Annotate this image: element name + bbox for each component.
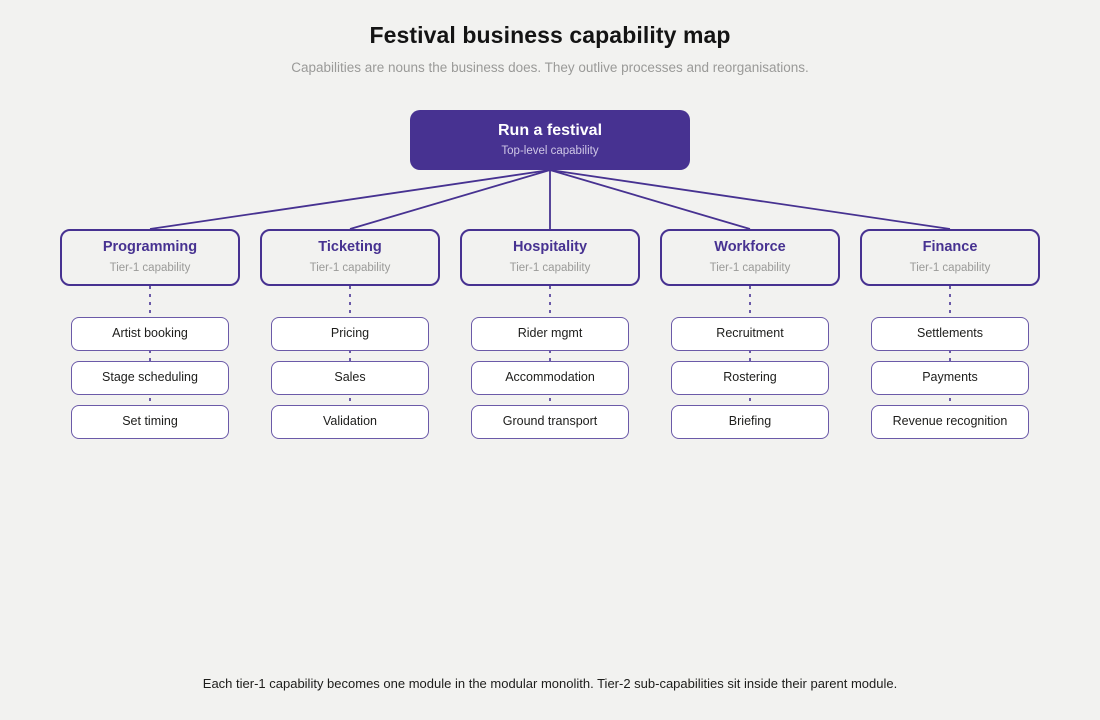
tier2-label: Payments: [922, 370, 978, 385]
node-tier2[interactable]: Accommodation: [471, 361, 629, 395]
root-node-title: Run a festival: [497, 121, 603, 139]
node-tier2[interactable]: Set timing: [71, 405, 229, 439]
node-tier1-ticketing[interactable]: Ticketing Tier-1 capability: [260, 229, 440, 286]
node-tier2[interactable]: Briefing: [671, 405, 829, 439]
node-tier2[interactable]: Rider mgmt: [471, 317, 629, 351]
node-tier2[interactable]: Rostering: [671, 361, 829, 395]
node-tier2[interactable]: Settlements: [871, 317, 1029, 351]
tier1-title: Workforce: [714, 239, 786, 256]
node-tier2[interactable]: Payments: [871, 361, 1029, 395]
diagram-header: Festival business capability map Capabil…: [0, 0, 1100, 75]
diagram-footer-caption: Each tier-1 capability becomes one modul…: [202, 676, 898, 691]
tier2-label: Briefing: [728, 414, 772, 429]
node-tier2[interactable]: Pricing: [271, 317, 429, 351]
tier1-title: Ticketing: [318, 239, 382, 256]
node-tier1-finance[interactable]: Finance Tier-1 capability: [860, 229, 1040, 286]
tier2-label: Artist booking: [112, 326, 188, 341]
page-title: Festival business capability map: [369, 22, 731, 48]
tier2-label: Sales: [334, 370, 366, 385]
root-node-subtitle: Top-level capability: [501, 145, 599, 158]
tier2-label: Revenue recognition: [892, 414, 1008, 429]
node-tier2[interactable]: Artist booking: [71, 317, 229, 351]
node-tier2[interactable]: Revenue recognition: [871, 405, 1029, 439]
tier2-label: Ground transport: [502, 414, 598, 429]
node-root-run-a-festival[interactable]: Run a festival Top-level capability: [410, 110, 690, 170]
connector-root-to-workforce: [549, 169, 751, 230]
connector-root-to-finance: [549, 169, 951, 230]
tier2-label: Stage scheduling: [102, 370, 198, 385]
tier2-label: Settlements: [916, 326, 983, 341]
tier1-subtitle: Tier-1 capability: [109, 262, 191, 275]
tier2-label: Set timing: [122, 414, 178, 429]
tier2-label: Rider mgmt: [517, 326, 583, 341]
tier1-subtitle: Tier-1 capability: [309, 262, 391, 275]
tier2-label: Validation: [323, 414, 377, 429]
tier2-label: Rostering: [723, 370, 777, 385]
tier1-title: Finance: [922, 239, 978, 256]
node-tier2[interactable]: Recruitment: [671, 317, 829, 351]
node-tier1-hospitality[interactable]: Hospitality Tier-1 capability: [460, 229, 640, 286]
tier1-title: Hospitality: [512, 239, 588, 256]
tier2-label: Pricing: [330, 326, 370, 341]
connector-root-to-ticketing: [349, 169, 551, 230]
tier1-subtitle: Tier-1 capability: [909, 262, 991, 275]
connector-root-to-programming: [149, 169, 551, 230]
node-tier2[interactable]: Ground transport: [471, 405, 629, 439]
tier2-label: Recruitment: [716, 326, 784, 341]
tier1-subtitle: Tier-1 capability: [509, 262, 591, 275]
node-tier1-programming[interactable]: Programming Tier-1 capability: [60, 229, 240, 286]
node-tier2[interactable]: Sales: [271, 361, 429, 395]
tier1-subtitle: Tier-1 capability: [709, 262, 791, 275]
page-subtitle: Capabilities are nouns the business does…: [291, 60, 809, 75]
tier1-title: Programming: [102, 239, 198, 256]
node-tier1-workforce[interactable]: Workforce Tier-1 capability: [660, 229, 840, 286]
node-tier2[interactable]: Stage scheduling: [71, 361, 229, 395]
node-tier2[interactable]: Validation: [271, 405, 429, 439]
tier2-label: Accommodation: [505, 370, 595, 385]
